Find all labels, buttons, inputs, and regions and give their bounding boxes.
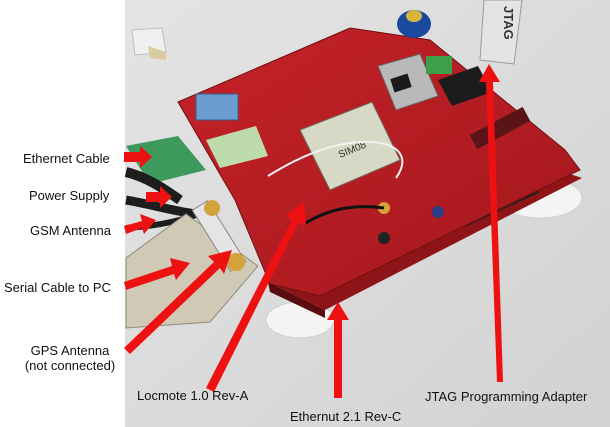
arrow-power-supply bbox=[146, 186, 172, 208]
ethernet-plug bbox=[126, 136, 206, 184]
serial-connector bbox=[125, 200, 259, 329]
label-gps-antenna-line2: (not connected) bbox=[24, 358, 116, 373]
white-margin bbox=[0, 0, 125, 427]
annotation-arrows bbox=[124, 64, 503, 398]
label-gsm-antenna: GSM Antenna bbox=[30, 223, 111, 238]
label-power-supply: Power Supply bbox=[29, 188, 110, 203]
arrow-gps-antenna bbox=[124, 250, 232, 354]
arrow-gsm-antenna bbox=[124, 214, 156, 234]
arrow-jtag-adapter bbox=[479, 64, 503, 382]
label-gps-antenna-line1: GPS Antenna bbox=[30, 343, 110, 358]
green-terminal bbox=[426, 56, 452, 74]
jtag-cable-print: JTAG bbox=[501, 6, 516, 40]
power-cable-wire bbox=[125, 195, 197, 219]
label-gps-antenna: GPS Antenna (not connected) bbox=[20, 343, 120, 373]
jtag-connector-block bbox=[438, 66, 492, 106]
power-plug bbox=[206, 126, 268, 168]
sma-connector bbox=[227, 253, 245, 271]
jtag-ribbon-cable: JTAG bbox=[479, 0, 523, 65]
gps-antenna-wire bbox=[267, 140, 404, 179]
label-jtag-adapter: JTAG Programming Adapter bbox=[425, 389, 588, 404]
small-white-block bbox=[131, 27, 167, 60]
label-serial-cable: Serial Cable to PC bbox=[4, 280, 111, 295]
gsm-module: SIM08 bbox=[299, 101, 401, 191]
capacitor bbox=[378, 232, 390, 244]
ethernut-board-edge bbox=[268, 282, 325, 318]
black-antenna-wire bbox=[303, 205, 385, 226]
capacitor bbox=[432, 206, 444, 218]
sma-connector bbox=[204, 200, 220, 216]
label-ethernut: Ethernut 2.1 Rev-C bbox=[290, 409, 402, 424]
label-locmote: Locmote 1.0 Rev-A bbox=[137, 388, 249, 403]
arrow-serial-cable bbox=[124, 258, 190, 290]
sim-holder bbox=[377, 53, 439, 111]
blue-ethernet-jack bbox=[195, 93, 239, 121]
arrow-locmote bbox=[206, 202, 306, 392]
ethernet-cable-wire bbox=[124, 167, 183, 205]
blue-capacitor bbox=[397, 10, 431, 38]
resistor-array bbox=[469, 106, 531, 150]
arrow-ethernut bbox=[327, 302, 349, 398]
label-ethernet-cable: Ethernet Cable bbox=[23, 151, 110, 166]
arrow-ethernet-cable bbox=[124, 146, 152, 168]
